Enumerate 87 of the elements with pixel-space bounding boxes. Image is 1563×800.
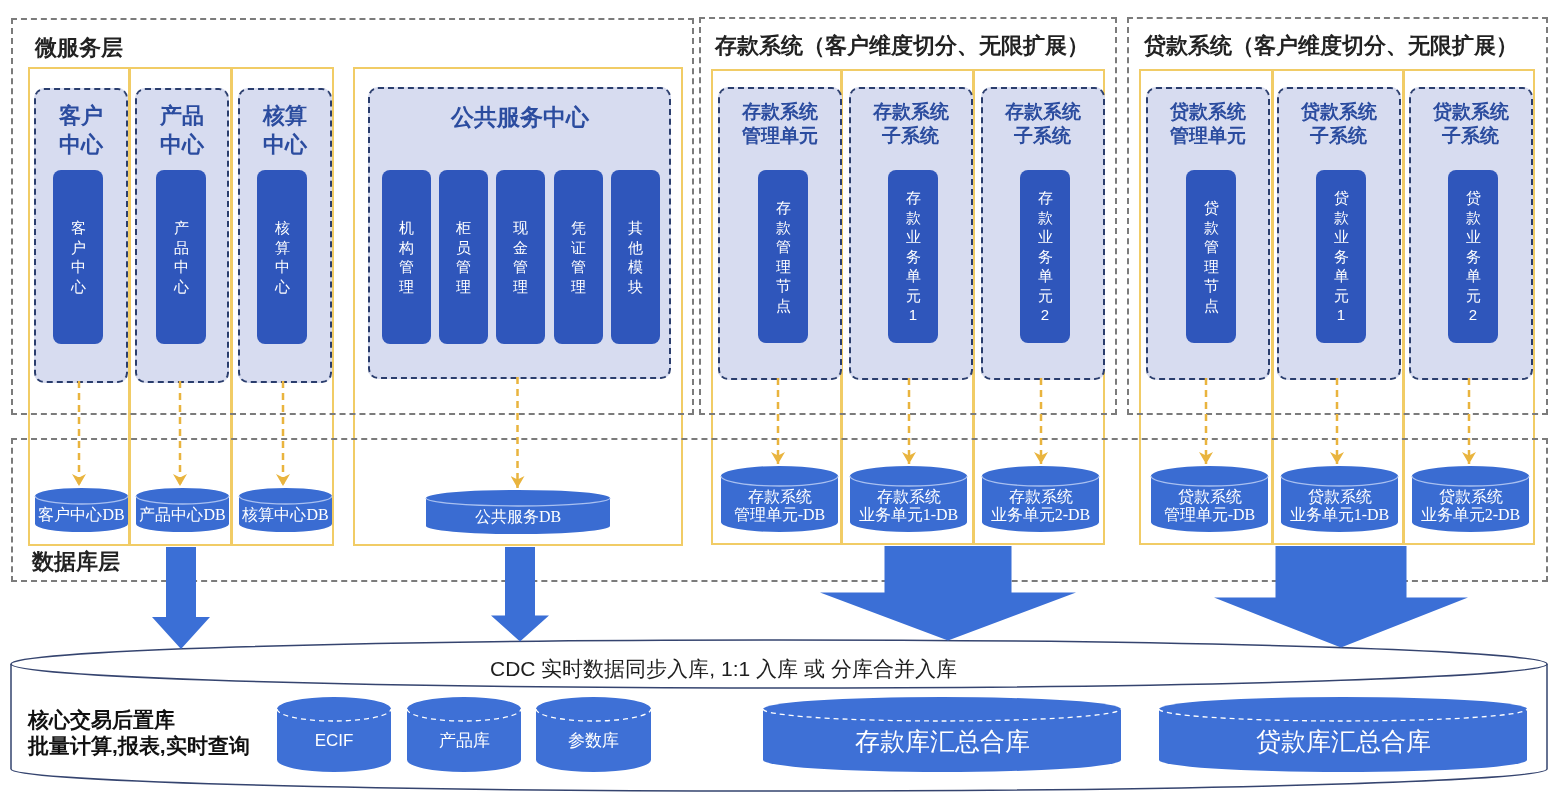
database-label: ECIF	[314, 730, 354, 752]
database-label: 存款库汇总合库	[854, 726, 1030, 756]
module-bar	[1316, 170, 1366, 343]
module-label: 其他模块	[628, 218, 643, 296]
arrow	[1462, 378, 1476, 464]
block-arrow	[152, 547, 210, 649]
database-label: 贷款系统管理单元-DB	[1163, 488, 1256, 525]
service-title: 贷款系统子系统	[1432, 100, 1510, 149]
module-bar	[758, 170, 808, 343]
arrow	[902, 378, 916, 464]
service-title: 贷款系统子系统	[1300, 100, 1378, 149]
service-box	[368, 87, 671, 379]
module-bar	[156, 170, 206, 344]
module-bar	[554, 170, 603, 344]
database-label: 贷款系统业务单元2-DB	[1420, 488, 1521, 525]
block-arrow	[1214, 546, 1468, 648]
module-bar	[1448, 170, 1498, 343]
module-bar	[53, 170, 103, 344]
module-label: 现金管理	[513, 218, 528, 296]
arrow	[173, 381, 187, 486]
arrow	[1330, 378, 1344, 464]
module-label: 存款业务单元1	[905, 188, 921, 325]
module-label: 存款管理节点	[775, 198, 791, 315]
service-box	[1146, 87, 1270, 380]
module-bar	[611, 170, 660, 344]
database-label: 存款系统业务单元1-DB	[858, 488, 959, 525]
layer-title: 微服务层	[35, 35, 123, 62]
module-label: 凭证管理	[571, 218, 586, 296]
service-box	[1409, 87, 1533, 380]
sync-note: CDC 实时数据同步入库, 1:1 入库 或 分库合并入库	[490, 656, 957, 682]
database-label: 存款系统业务单元2-DB	[990, 488, 1091, 525]
service-box	[238, 88, 332, 383]
layer-title: 数据库层	[32, 549, 120, 576]
database-label: 公共服务DB	[474, 506, 562, 527]
module-label: 机构管理	[399, 218, 414, 296]
layer-frame	[699, 17, 1117, 415]
service-title: 存款系统子系统	[872, 100, 950, 149]
arrow	[276, 381, 290, 486]
database-label: 参数库	[568, 730, 619, 752]
layer-frame	[1127, 17, 1548, 415]
block-arrow	[491, 547, 549, 642]
module-label: 产品中心	[173, 218, 189, 296]
storage-name: 核心交易后置库	[28, 707, 175, 733]
service-box	[849, 87, 973, 380]
module-bar	[496, 170, 545, 344]
module-label: 存款业务单元2	[1037, 188, 1053, 325]
layer-title: 存款系统（客户维度切分、无限扩展）	[715, 33, 1089, 60]
layer-frame	[11, 18, 694, 415]
module-bar	[257, 170, 307, 344]
service-title: 核算中心	[261, 102, 308, 159]
service-title: 存款系统管理单元	[741, 100, 819, 149]
service-box	[34, 88, 128, 383]
arrow	[72, 381, 86, 486]
database-label: 贷款库汇总合库	[1255, 726, 1431, 756]
module-label: 贷款业务单元1	[1333, 188, 1349, 325]
service-title: 贷款系统管理单元	[1169, 100, 1247, 149]
module-label: 贷款管理节点	[1203, 198, 1219, 315]
module-bar	[1186, 170, 1236, 343]
module-label: 核算中心	[274, 218, 290, 296]
layer-title: 贷款系统（客户维度切分、无限扩展）	[1144, 33, 1518, 60]
arrow	[510, 377, 525, 488]
module-label: 柜员管理	[456, 218, 471, 296]
database-label: 贷款系统业务单元1-DB	[1289, 488, 1390, 525]
storage-usage: 批量计算,报表,实时查询	[28, 733, 250, 759]
module-label: 客户中心	[70, 218, 86, 296]
block-arrow	[820, 546, 1076, 641]
service-box	[135, 88, 229, 383]
service-box	[981, 87, 1105, 380]
service-box	[1277, 87, 1401, 380]
database-label: 核算中心DB	[242, 504, 329, 525]
arrow	[1034, 378, 1048, 464]
module-label: 贷款业务单元2	[1465, 188, 1481, 325]
service-box	[718, 87, 842, 380]
database-label: 产品中心DB	[139, 504, 226, 525]
arrow	[1199, 378, 1213, 464]
service-title: 产品中心	[159, 102, 205, 159]
arrow	[771, 378, 785, 464]
service-title: 客户中心	[58, 102, 104, 159]
database-label: 客户中心DB	[38, 504, 125, 525]
service-title: 公共服务中心	[450, 104, 589, 132]
module-bar	[382, 170, 431, 344]
database-label: 产品库	[438, 730, 490, 752]
database-label: 存款系统管理单元-DB	[733, 488, 826, 525]
service-title: 存款系统子系统	[1004, 100, 1082, 149]
module-bar	[888, 170, 938, 343]
module-bar	[439, 170, 488, 344]
module-bar	[1020, 170, 1070, 343]
